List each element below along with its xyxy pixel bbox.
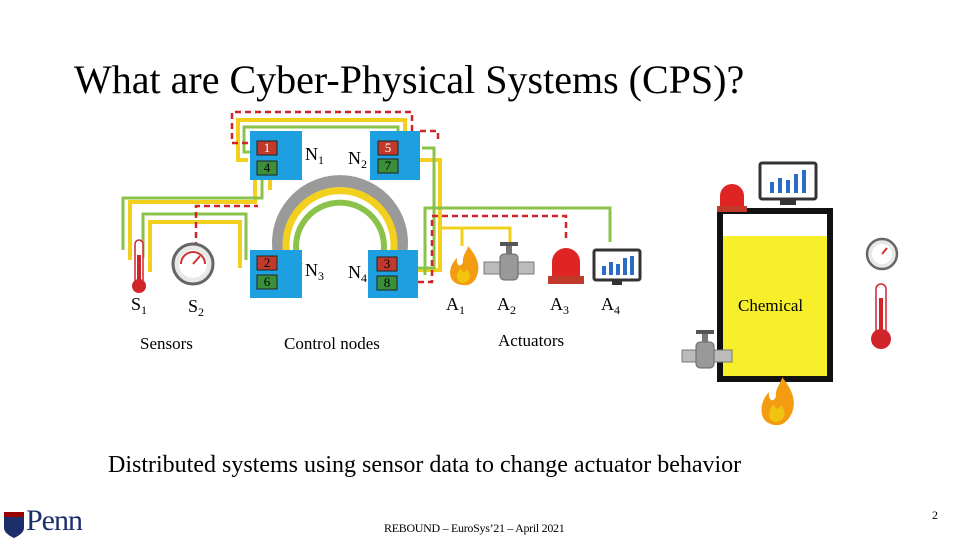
tagline: Distributed systems using sensor data to… (108, 452, 742, 478)
actuators-caption: Actuators (498, 331, 565, 350)
port-label: 4 (263, 160, 271, 175)
node-label-n3: N3 (305, 260, 324, 283)
thermometer-icon (132, 239, 146, 293)
node-n3 (250, 250, 302, 298)
gauge-icon (171, 242, 215, 286)
sensor-label-s2: S2 (188, 296, 205, 319)
flame-icon (450, 246, 479, 286)
port-label: 8 (383, 275, 391, 290)
port-label: 6 (263, 274, 271, 289)
flame-icon (761, 377, 794, 426)
footer-text: REBOUND – EuroSys’21 – April 2021 (384, 521, 565, 535)
port-label: 5 (384, 140, 392, 155)
valve-icon (681, 330, 733, 369)
node-label-n4: N4 (348, 262, 367, 285)
actuator-label-a1: A1 (446, 294, 465, 317)
control-ring (272, 175, 408, 268)
monitor-chart-icon (592, 248, 642, 285)
port-label: 7 (384, 158, 392, 173)
node-n2 (370, 131, 420, 180)
penn-logo-text: Penn (26, 504, 83, 537)
penn-shield-icon (4, 512, 24, 538)
node-label-n1: N1 (305, 144, 324, 167)
chemical-tank (717, 208, 833, 382)
actuator-label-a2: A2 (497, 294, 516, 317)
tank-label: Chemical (738, 296, 804, 315)
node-n4 (368, 250, 418, 298)
page-number: 2 (932, 508, 938, 522)
monitor-chart-icon (758, 161, 818, 205)
port-label: 3 (383, 256, 391, 271)
slide-title: What are Cyber-Physical Systems (CPS)? (74, 57, 745, 102)
alarm-light-icon (548, 248, 584, 284)
sensor-label-s1: S1 (131, 294, 148, 317)
thermometer-icon (871, 283, 891, 349)
port-label: 2 (263, 255, 271, 270)
control-nodes-caption: Control nodes (284, 334, 380, 353)
sensors-caption: Sensors (140, 334, 193, 353)
gauge-icon (865, 237, 899, 271)
alarm-light-icon (717, 184, 747, 212)
actuator-label-a4: A4 (601, 294, 620, 317)
wires-red-dashed (194, 110, 568, 284)
actuator-label-a3: A3 (550, 294, 569, 317)
valve-icon (483, 242, 535, 281)
node-label-n2: N2 (348, 148, 367, 171)
node-n1 (250, 131, 302, 180)
port-label: 1 (263, 140, 271, 155)
